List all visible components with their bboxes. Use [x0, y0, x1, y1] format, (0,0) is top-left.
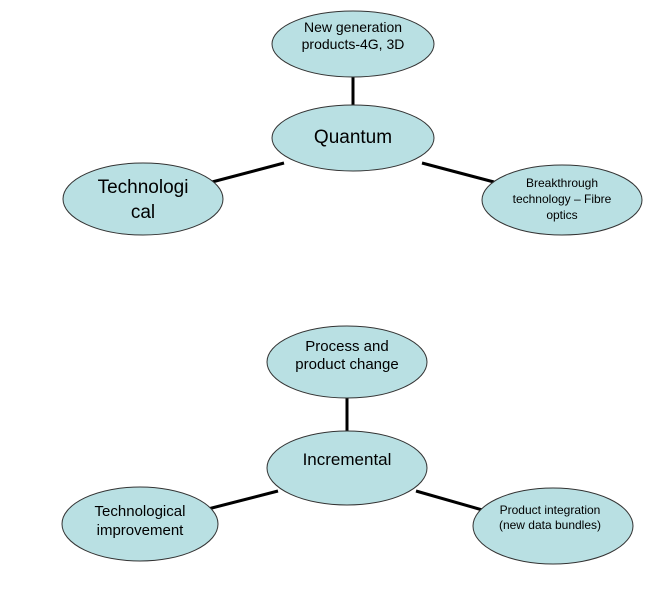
node-label: Breakthrough — [526, 176, 598, 190]
svg-text:Quantum: Quantum — [314, 127, 392, 148]
node-label: Quantum — [314, 127, 392, 148]
node-label: Process and — [305, 338, 388, 355]
svg-text:Incremental: Incremental — [303, 450, 392, 469]
node-quantum: Quantum — [271, 104, 435, 172]
edge-incremental-left — [207, 489, 279, 511]
node-technological: Technologi cal — [62, 162, 224, 236]
node-product-integration: Product integration(new data bundles) — [472, 487, 634, 565]
node-label: cal — [131, 202, 155, 223]
node-label: (new data bundles) — [499, 518, 601, 532]
node-label: Product integration — [500, 503, 601, 517]
node-label: Technologi — [98, 177, 189, 198]
node-label: product change — [295, 356, 398, 373]
node-incremental: Incremental — [266, 430, 428, 506]
node-breakthrough: Breakthrough technology – Fibre optics — [481, 164, 643, 236]
node-label: technology – Fibre — [513, 192, 612, 206]
edge-quantum-left — [211, 161, 285, 184]
edge-incremental-right — [415, 489, 487, 513]
node-label: optics — [546, 208, 577, 222]
svg-text:Technological: Technologi cal — [98, 177, 189, 223]
node-label: New generation — [304, 19, 402, 35]
node-label: improvement — [97, 522, 185, 539]
node-label: products-4G, 3D — [302, 36, 405, 52]
node-label: Technological — [95, 503, 186, 520]
node-label: Incremental — [303, 450, 392, 469]
node-technological-improvement: Technological improvement — [61, 486, 219, 562]
svg-text:Product integration(new data b: Product integration(new data bundles) — [499, 503, 601, 532]
edge-quantum-right — [421, 161, 495, 184]
